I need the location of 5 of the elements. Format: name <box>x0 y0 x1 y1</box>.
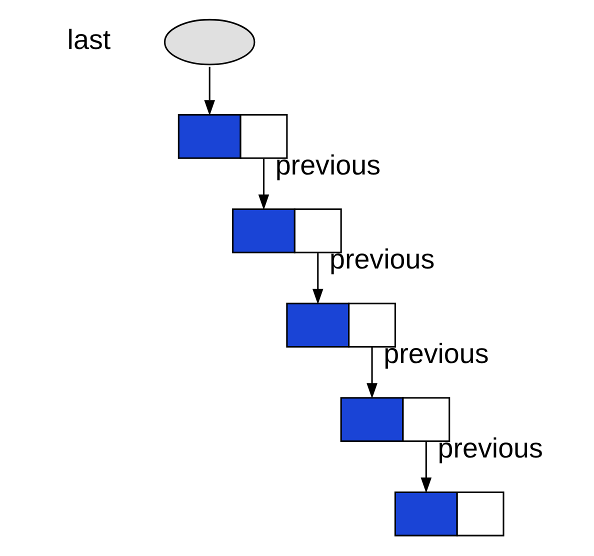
edge-label: previous <box>329 244 435 275</box>
edge-label: previous <box>384 338 489 370</box>
edge-label: previous <box>275 149 381 180</box>
edge-label: previous <box>438 432 543 464</box>
node-label: last <box>67 24 111 55</box>
